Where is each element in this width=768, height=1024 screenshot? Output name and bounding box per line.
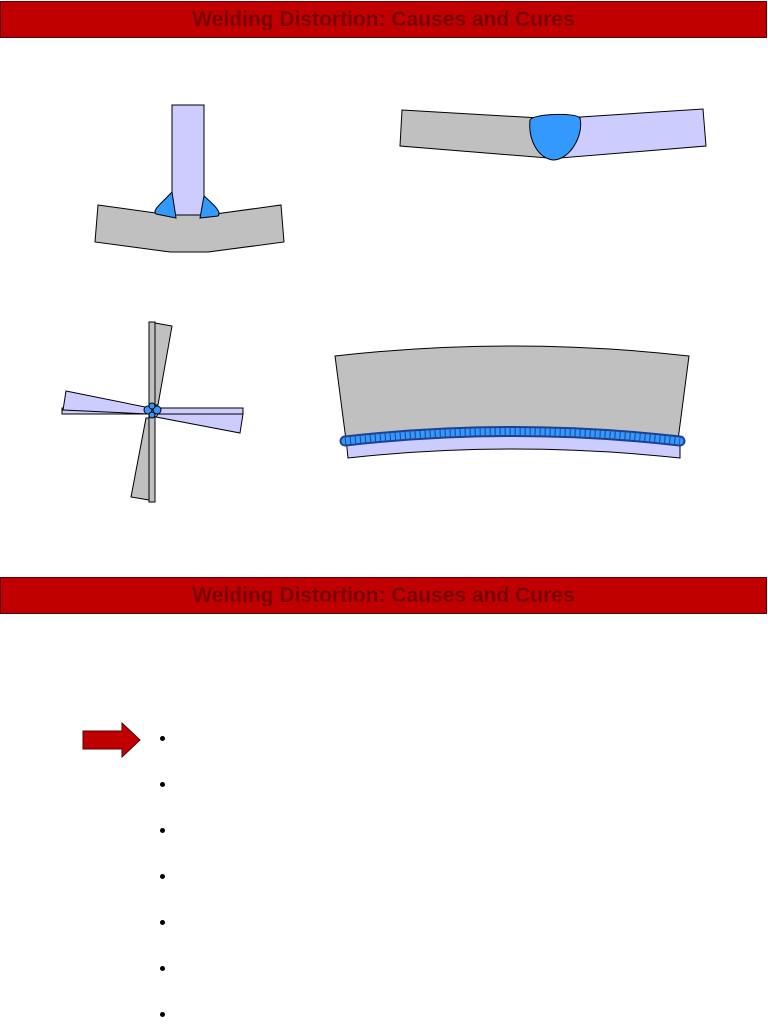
bullet-item (160, 920, 168, 928)
slide-2-title-bar: Welding Distortion: Causes and Cures (0, 577, 767, 614)
t-joint-distortion (94, 104, 285, 253)
slide-1-title-bar: Welding Distortion: Causes and Cures (0, 1, 767, 38)
butt-joint-distortion (399, 108, 707, 161)
right-arrow-icon (82, 722, 141, 758)
bullet-item (160, 1012, 168, 1020)
slide-1-title: Welding Distortion: Causes and Cures (192, 7, 575, 31)
distortion-diagrams (61, 104, 707, 503)
slide-2-title: Welding Distortion: Causes and Cures (192, 583, 575, 607)
longitudinal-bowing (334, 345, 690, 459)
bullet-item (160, 782, 168, 790)
cruciform-distortion (61, 321, 244, 503)
bullet-item (160, 828, 168, 836)
bullet-item (160, 874, 168, 882)
bullet-item (160, 736, 168, 744)
bullet-item (160, 966, 168, 974)
